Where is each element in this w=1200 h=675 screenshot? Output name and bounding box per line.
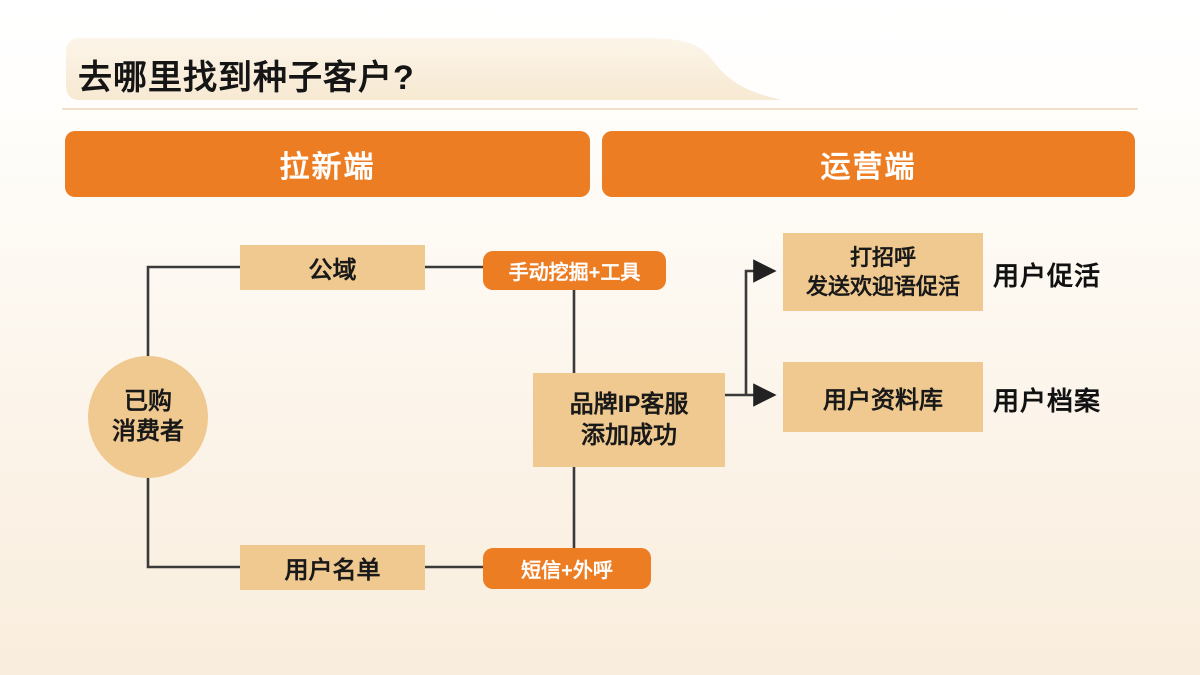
label-user-activation: 用户促活 (993, 261, 1102, 291)
node-brand-ip-line1: 品牌IP客服 (569, 391, 689, 418)
title-divider (62, 108, 1138, 110)
node-greeting-welcome: 打招呼 发送欢迎语促活 (783, 233, 983, 311)
node-sms-outbound-call: 短信+外呼 (483, 548, 651, 589)
page-title: 去哪里找到种子客户? (78, 59, 415, 97)
node-user-list: 用户名单 (240, 545, 425, 590)
connector-circle-to-public (146, 265, 240, 357)
node-purchased-consumers-line1: 已购 (124, 388, 172, 415)
node-manual-mining-tools: 手动挖掘+工具 (483, 251, 666, 290)
node-user-database: 用户资料库 (783, 362, 983, 432)
connector-circle-to-userlist (146, 477, 240, 569)
connector-brand-to-greeting-arrow (744, 259, 777, 394)
column-header-operation: 运营端 (602, 131, 1135, 197)
column-header-acquisition-label: 拉新端 (279, 151, 376, 184)
column-header-acquisition: 拉新端 (65, 131, 590, 197)
node-manual-mining-label: 手动挖掘+工具 (508, 262, 641, 284)
node-purchased-consumers-line2: 消费者 (112, 418, 184, 445)
node-purchased-consumers: 已购 消费者 (88, 356, 208, 478)
node-brand-ip-service-added: 品牌IP客服 添加成功 (533, 373, 725, 467)
label-user-profile: 用户档案 (993, 386, 1102, 416)
node-greeting-line2: 发送欢迎语促活 (805, 274, 960, 299)
node-greeting-line1: 打招呼 (849, 245, 916, 270)
node-brand-ip-line2: 添加成功 (581, 422, 677, 449)
node-sms-outbound-label: 短信+外呼 (521, 560, 613, 582)
node-user-database-label: 用户资料库 (823, 386, 943, 414)
node-user-list-label: 用户名单 (284, 557, 381, 584)
node-public-domain: 公域 (240, 245, 425, 290)
column-header-operation-label: 运营端 (820, 151, 917, 184)
title-band-shape (66, 38, 782, 100)
node-public-domain-label: 公域 (308, 257, 357, 284)
